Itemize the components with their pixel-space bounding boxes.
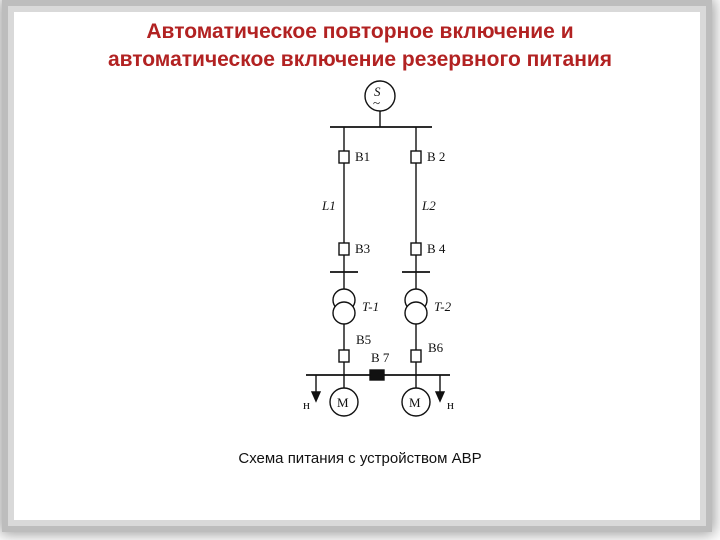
motor-right-label: M — [409, 395, 421, 410]
breaker-b5 — [338, 349, 350, 363]
slide-frame — [14, 12, 700, 520]
line-l2-label: L2 — [421, 198, 436, 213]
slide-title: Автоматическое повторное включение и авт… — [30, 18, 690, 74]
transformer-t2-secondary — [404, 301, 428, 325]
breaker-b4 — [410, 242, 422, 256]
source-label: S — [374, 84, 381, 99]
motor-left — [329, 387, 359, 417]
sectional-breaker-b7 — [369, 369, 385, 381]
breaker-b6-label: B6 — [428, 340, 444, 355]
breaker-b4-label: B 4 — [427, 241, 446, 256]
left-load-label: н — [303, 397, 310, 412]
transformer-t2-label: T-2 — [434, 299, 452, 314]
title-line-1: Автоматическое повторное включение и — [146, 20, 574, 43]
breaker-b3 — [338, 242, 350, 256]
transformer-t1-secondary — [332, 301, 356, 325]
breaker-b5-label: B5 — [356, 332, 371, 347]
breaker-b3-label: B3 — [355, 241, 370, 256]
motor-right — [401, 387, 431, 417]
breaker-b1-label: B1 — [355, 149, 370, 164]
breaker-b7-label: B 7 — [371, 350, 390, 365]
breaker-b6 — [410, 349, 422, 363]
right-load-label: н — [447, 397, 454, 412]
right-load-arrow-icon — [434, 391, 446, 403]
line-l1-label: L1 — [321, 198, 336, 213]
transformer-t1-label: T-1 — [362, 299, 379, 314]
motor-left-label: M — [337, 395, 349, 410]
diagram-caption: Схема питания с устройством АВР — [238, 450, 482, 467]
source-ac-symbol: ~ — [373, 95, 380, 110]
breaker-b2-label: B 2 — [427, 149, 445, 164]
breaker-b1 — [338, 150, 350, 164]
title-line-2: автоматическое включение резервного пита… — [107, 48, 613, 71]
breaker-b2 — [410, 150, 422, 164]
left-load-arrow-icon — [310, 391, 322, 403]
